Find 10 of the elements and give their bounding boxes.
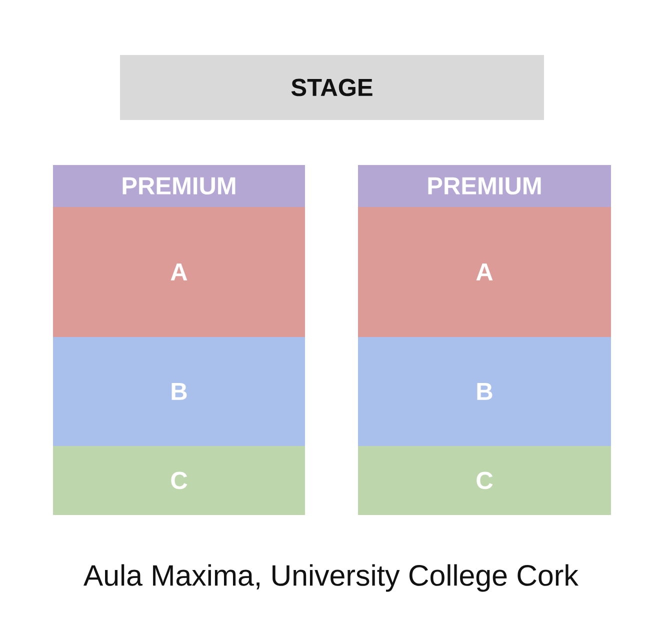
seating-section: B [53,336,305,446]
seating-section: C [53,446,305,515]
seating-section: C [358,446,611,515]
seating-section: A [358,207,611,337]
stage-box: STAGE [120,54,544,120]
caption: Aula Maxima, University College Cork [84,564,578,592]
seating-section: PREMIUM [53,165,305,207]
seating-section: PREMIUM [358,165,611,207]
seating-section: A [53,207,305,337]
seating-section: B [358,336,611,446]
